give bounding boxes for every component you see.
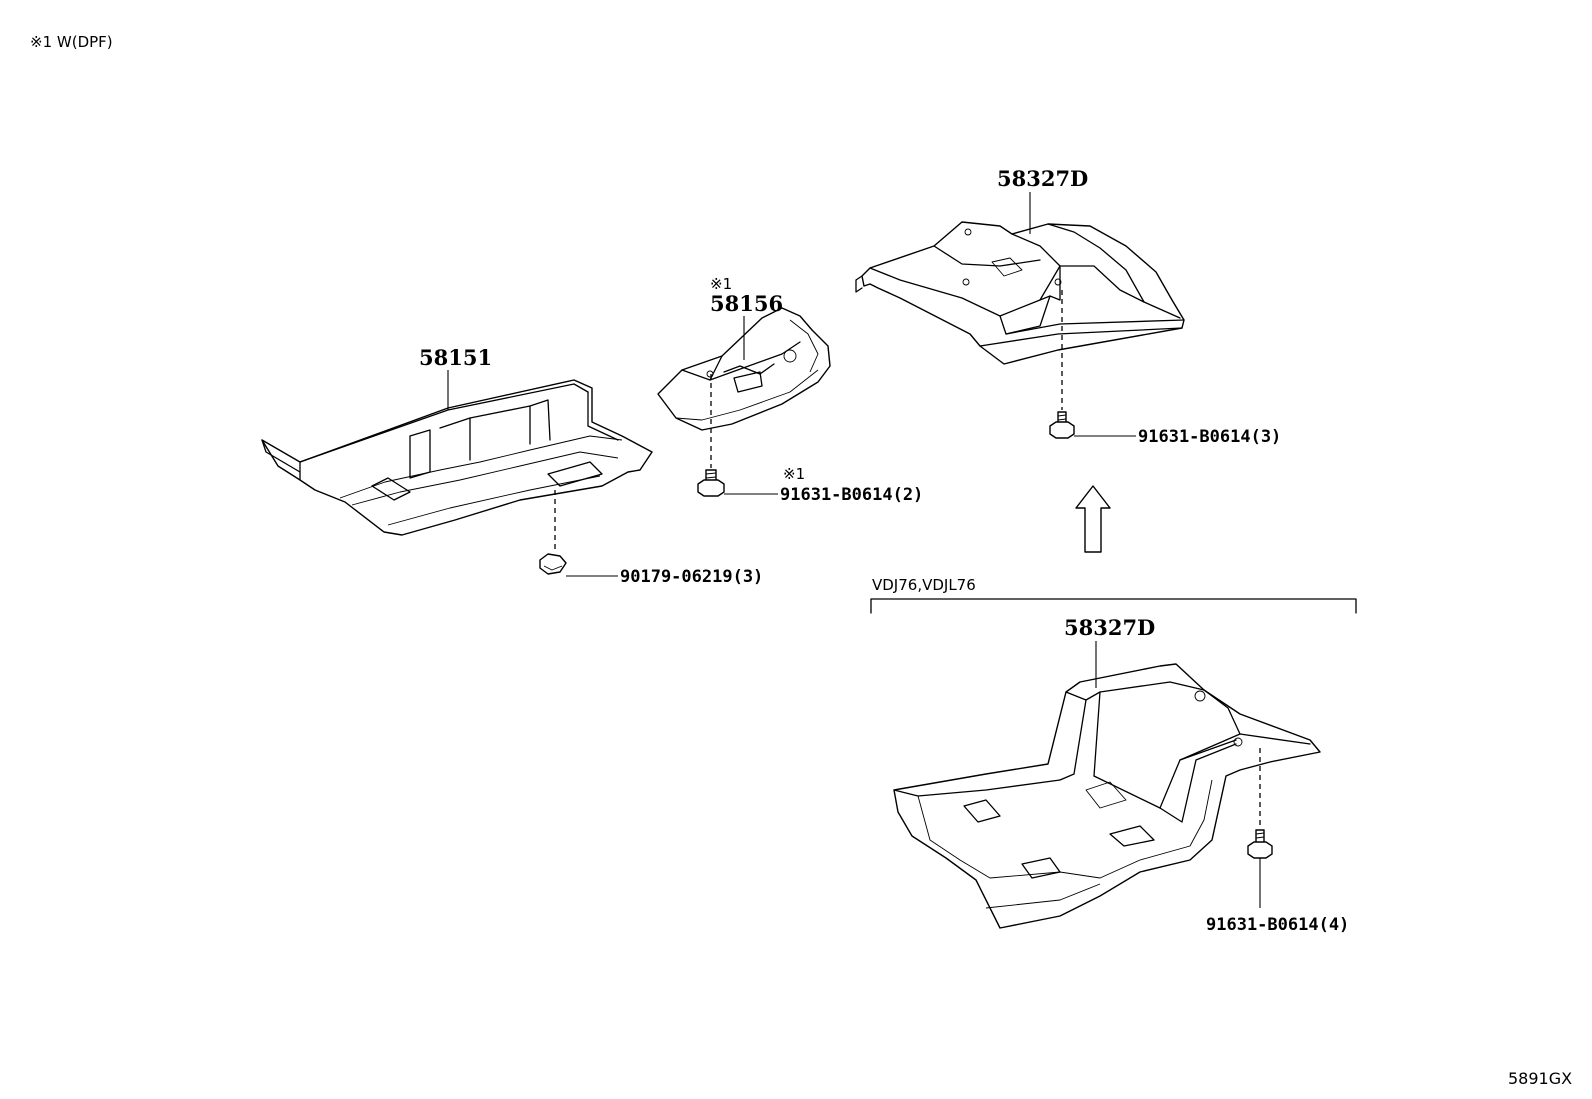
part-58151-drawing bbox=[261, 379, 653, 536]
nut-90179-icon bbox=[539, 553, 567, 575]
dpf-note: ※1 W(DPF) bbox=[30, 33, 113, 51]
part-58327d-bottom-drawing bbox=[893, 663, 1321, 929]
label-91631-b0614-3: 91631-B0614(3) bbox=[1138, 427, 1281, 447]
label-90179-06219: 90179-06219(3) bbox=[620, 567, 763, 587]
label-58327d-top: 58327D bbox=[997, 166, 1088, 191]
bolt-91631-2-icon bbox=[697, 469, 725, 497]
part-58327d-top-drawing bbox=[855, 221, 1185, 365]
label-91631-b0614-2: 91631-B0614(2) bbox=[780, 485, 923, 505]
bolt-91631-3-icon bbox=[1049, 411, 1075, 439]
part-58156-drawing bbox=[657, 307, 831, 431]
label-58151: 58151 bbox=[419, 345, 492, 370]
label-58156: 58156 bbox=[710, 291, 783, 316]
bolt-91631-4-icon bbox=[1247, 829, 1273, 859]
diagram-code: 5891GX bbox=[1508, 1069, 1572, 1088]
mark-58156: ※1 bbox=[710, 275, 732, 293]
label-58327d-bottom: 58327D bbox=[1064, 615, 1155, 640]
group-bracket bbox=[870, 598, 1357, 614]
up-arrow-icon bbox=[1075, 485, 1111, 553]
label-91631-b0614-4: 91631-B0614(4) bbox=[1206, 915, 1349, 935]
mark-91631-2: ※1 bbox=[783, 465, 805, 483]
group-label: VDJ76,VDJL76 bbox=[872, 576, 976, 594]
